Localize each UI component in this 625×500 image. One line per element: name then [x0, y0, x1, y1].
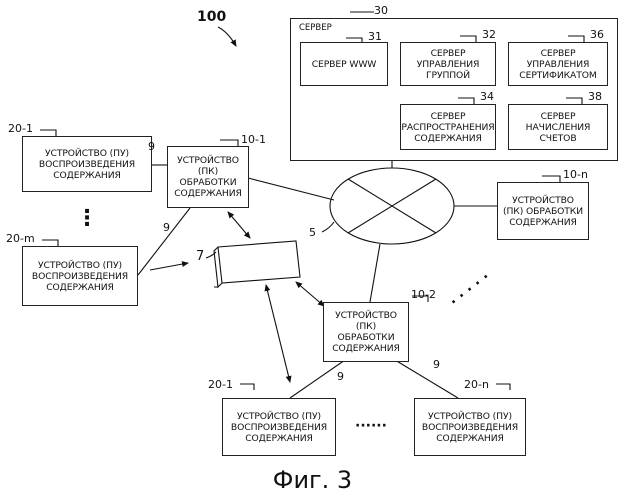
figure-caption: Фиг. 3	[0, 466, 625, 494]
leader-5	[322, 222, 334, 232]
content-processing-pc-10-2: УСТРОЙСТВО (ПК) ОБРАБОТКИ СОДЕРЖАНИЯ	[323, 302, 409, 362]
vertical-ellipsis: ⋮	[76, 206, 98, 231]
billing-server: СЕРВЕР НАЧИСЛЕНИЯ СЧЕТОВ	[508, 104, 608, 150]
link-ref-pu1-pc1: 9	[148, 140, 155, 153]
network-ref: 5	[309, 226, 316, 239]
link-network-pc2	[370, 244, 380, 302]
pu-20-1-top-ref: 20-1	[8, 122, 33, 135]
content-processing-pc-10-1: УСТРОЙСТВО (ПК) ОБРАБОТКИ СОДЕРЖАНИЯ	[167, 146, 249, 208]
content-playback-pu-20-1-top: УСТРОЙСТВО (ПУ) ВОСПРОИЗВЕДЕНИЯ СОДЕРЖАН…	[22, 136, 152, 192]
pu-20-n-ref: 20-n	[464, 378, 489, 391]
pu-20-1-bottom-ref: 20-1	[208, 378, 233, 391]
content-playback-pu-20-1-bottom: УСТРОЙСТВО (ПУ) ВОСПРОИЗВЕДЕНИЯ СОДЕРЖАН…	[222, 398, 336, 456]
server-group-label: СЕРВЕР	[299, 23, 332, 33]
content-playback-pu-20-n: УСТРОЙСТВО (ПУ) ВОСПРОИЗВЕДЕНИЯ СОДЕРЖАН…	[414, 398, 526, 456]
leader-20-n	[496, 384, 510, 390]
storage-icon	[214, 241, 300, 287]
group-management-server-ref: 32	[482, 28, 496, 41]
pc-10-n-ref: 10-n	[563, 168, 588, 181]
horizontal-ellipsis: ······	[355, 418, 387, 434]
content-processing-pc-10-n: УСТРОЙСТВО (ПК) ОБРАБОТКИ СОДЕРЖАНИЯ	[497, 182, 589, 240]
link-ref-pc2-pu1b: 9	[337, 370, 344, 383]
content-playback-pu-20-m: УСТРОЙСТВО (ПУ) ВОСПРОИЗВЕДЕНИЯ СОДЕРЖАН…	[22, 246, 138, 306]
www-server-ref: 31	[368, 30, 382, 43]
pc-10-2-ref: 10-2	[411, 288, 436, 301]
figure-number-label: 100	[197, 9, 226, 25]
arrow-storage-pu1b	[266, 285, 290, 382]
pu-20-m-ref: 20-m	[6, 232, 35, 245]
billing-server-ref: 38	[588, 90, 602, 103]
storage-ref: 7	[196, 249, 204, 264]
link-ref-pc2-pun: 9	[433, 358, 440, 371]
leader-20-1b	[240, 384, 254, 390]
server-group-ref: 30	[374, 4, 388, 17]
content-distribution-server-ref: 34	[480, 90, 494, 103]
pc-10-1-ref: 10-1	[241, 133, 266, 146]
link-pc1-network	[248, 178, 334, 200]
www-server: СЕРВЕР WWW	[300, 42, 388, 86]
link-ref-pum-pc1: 9	[163, 221, 170, 234]
certificate-management-server: СЕРВЕР УПРАВЛЕНИЯ СЕРТИФИКАТОМ	[508, 42, 608, 86]
arrow-storage-pc2	[296, 282, 324, 306]
arrow-pum-storage	[150, 263, 188, 270]
group-management-server: СЕРВЕР УПРАВЛЕНИЯ ГРУППОЙ	[400, 42, 496, 86]
link-pc2-pun	[395, 360, 458, 398]
content-distribution-server: СЕРВЕР РАСПРОСТРАНЕНИЯ СОДЕРЖАНИЯ	[400, 104, 496, 150]
certificate-management-server-ref: 36	[590, 28, 604, 41]
figure-arrow	[218, 27, 236, 46]
arrow-pc1-storage	[228, 212, 250, 238]
link-pum-pc1	[138, 208, 190, 275]
